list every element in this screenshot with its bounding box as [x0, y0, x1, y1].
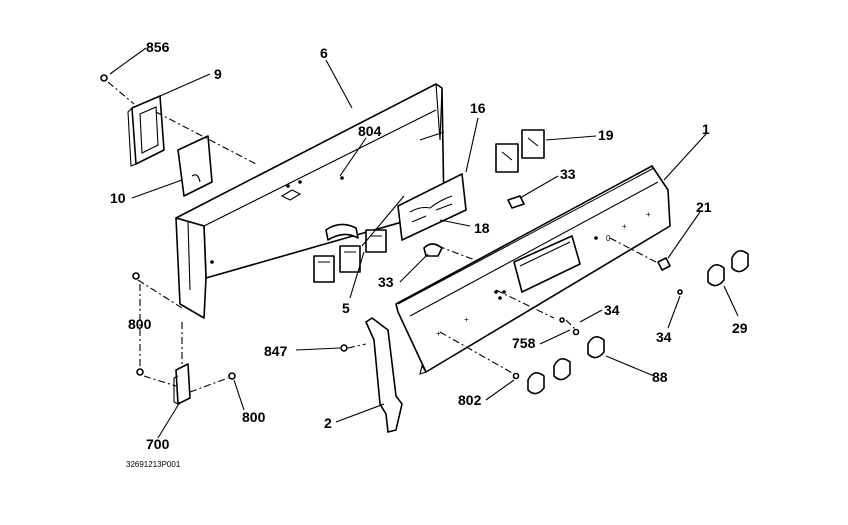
svg-text:+: +: [436, 329, 441, 338]
part-housing-6: [175, 83, 445, 319]
callout-856: 856: [146, 39, 170, 55]
part-switches-19: [495, 129, 545, 173]
callout-labels: 856 9 6 16 804 19 1 10 33 18 21 33 5 34 …: [110, 39, 748, 452]
part-hinge-700: [173, 363, 191, 405]
knobs-88: [527, 336, 605, 395]
callout-800-right: 800: [242, 409, 266, 425]
drawing-code: 32691213P001: [126, 460, 181, 469]
callout-9: 9: [214, 66, 222, 82]
part-control-panel-1: 0 + + + +: [395, 165, 671, 375]
callout-19: 19: [598, 127, 614, 143]
part-board-16: [397, 173, 467, 241]
svg-text:+: +: [646, 210, 651, 219]
callout-18: 18: [474, 220, 490, 236]
callout-33-upper: 33: [560, 166, 576, 182]
callout-804: 804: [358, 123, 382, 139]
callout-5: 5: [342, 300, 350, 316]
callout-758: 758: [512, 335, 536, 351]
part-clip-33-upper: [507, 195, 525, 209]
callout-88: 88: [652, 369, 668, 385]
callout-10: 10: [110, 190, 126, 206]
callout-1: 1: [702, 121, 710, 137]
svg-text:0: 0: [606, 234, 611, 243]
callout-16: 16: [470, 100, 486, 116]
part-clip-33-lower: [423, 243, 443, 257]
part-bracket-10: [177, 135, 213, 197]
fasteners: [100, 74, 683, 380]
callout-847: 847: [264, 343, 288, 359]
leader-lines: [109, 47, 739, 439]
part-grommet-21: [657, 257, 671, 271]
callout-802: 802: [458, 392, 482, 408]
callout-21: 21: [696, 199, 712, 215]
svg-text:+: +: [622, 222, 627, 231]
knobs-29: [707, 250, 749, 287]
callout-6: 6: [320, 45, 328, 61]
part-switches-5: [313, 195, 405, 283]
callout-29: 29: [732, 320, 748, 336]
part-bracket-9: [127, 95, 165, 167]
callout-33-lower: 33: [378, 274, 394, 290]
svg-text:+: +: [464, 315, 469, 324]
part-bracket-2: [365, 317, 403, 433]
callout-34-right: 34: [656, 329, 672, 345]
callout-800-left: 800: [128, 316, 152, 332]
alignment-lines: [107, 81, 657, 393]
callout-34-left: 34: [604, 302, 620, 318]
callout-2: 2: [324, 415, 332, 431]
callout-700: 700: [146, 436, 170, 452]
